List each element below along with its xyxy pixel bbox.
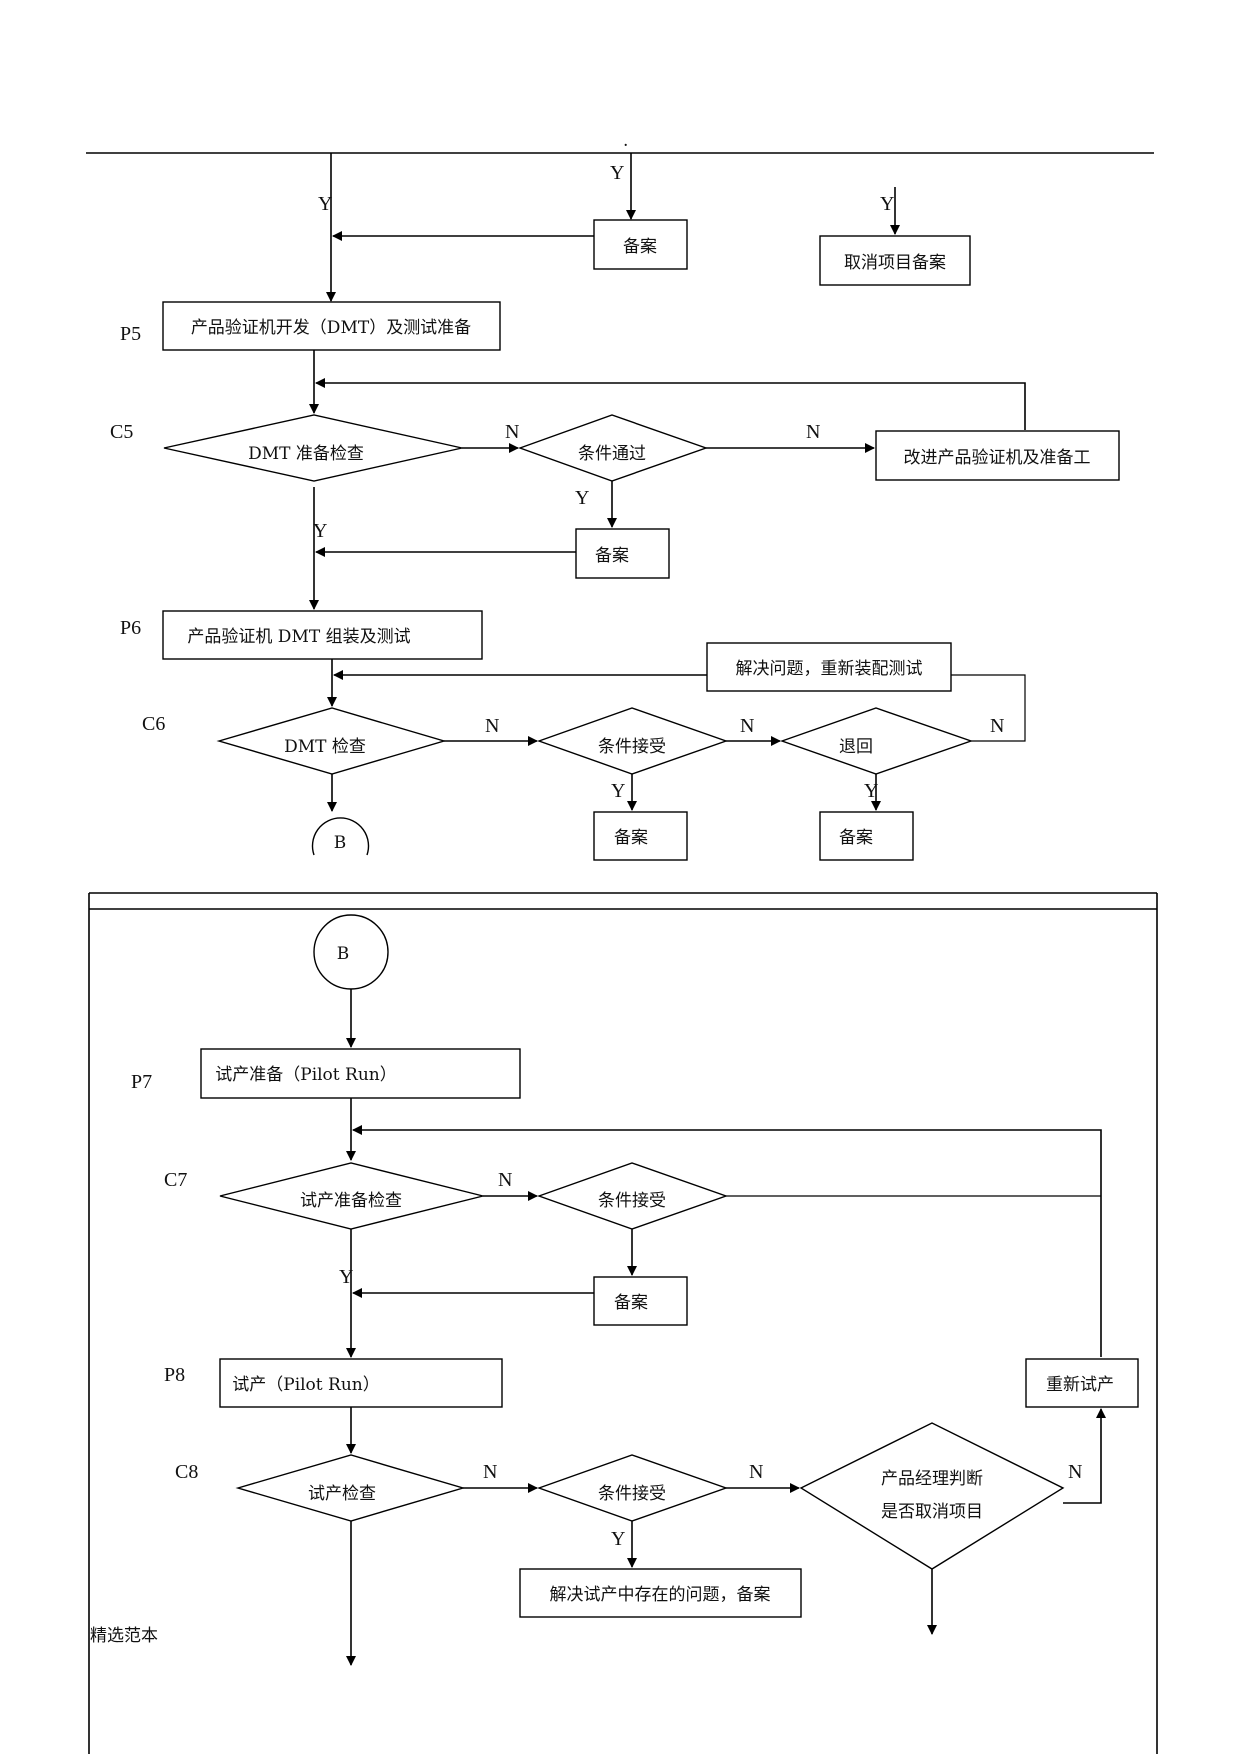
c8-no-3: N <box>1068 1461 1082 1483</box>
c5-yes-cond: Y <box>575 487 589 509</box>
arrow-pm-no-to-retry <box>1063 1408 1106 1504</box>
connector-b <box>313 914 389 990</box>
c6-record-label-1: 备案 <box>614 828 648 848</box>
c6-return-diamond <box>779 707 974 775</box>
c5-decision-label: DMT 准备检查 <box>248 444 364 464</box>
retry-box <box>1025 1358 1139 1408</box>
c5-condition-label: 条件通过 <box>578 444 646 464</box>
c5-no-2: N <box>806 421 820 443</box>
label-yes-top-mid: Y <box>610 162 624 184</box>
c8-decision-label: 试产检查 <box>308 1484 376 1504</box>
improve-box-label: 改进产品验证机及准备工 <box>904 448 1091 468</box>
c8-no-1: N <box>483 1461 497 1483</box>
c8-pm-decision <box>799 1422 1065 1570</box>
c5-code: C5 <box>110 421 133 443</box>
c5-record-label: 备案 <box>595 546 629 566</box>
c6-code: C6 <box>142 713 165 735</box>
c6-yes-return: Y <box>864 780 878 802</box>
c6-no-2: N <box>740 715 754 737</box>
c6-record-box-2 <box>819 811 914 861</box>
p5-box <box>162 301 501 351</box>
retry-box-label: 重新试产 <box>1046 1375 1114 1395</box>
c8-no-2: N <box>749 1461 763 1483</box>
record-box-top-label: 备案 <box>623 237 657 257</box>
c7-record-label: 备案 <box>614 1293 648 1313</box>
resolve-box <box>519 1568 802 1618</box>
cancel-project-record-label: 取消项目备案 <box>844 253 946 273</box>
c7-yes: Y <box>339 1266 353 1288</box>
c7-no: N <box>498 1169 512 1191</box>
c7-decision-label: 试产准备检查 <box>300 1191 402 1211</box>
c6-record-box-1 <box>593 811 688 861</box>
c7-record-box <box>593 1276 688 1326</box>
p8-code: P8 <box>164 1364 185 1386</box>
connector-b-top <box>311 817 370 856</box>
header-dot: . <box>623 131 628 151</box>
loop-retry-to-c7 <box>352 1125 1102 1357</box>
c8-pm-line1: 产品经理判断 <box>881 1469 983 1489</box>
improve-box <box>875 430 1120 481</box>
p6-box <box>162 610 483 660</box>
c8-code: C8 <box>175 1461 198 1483</box>
cancel-project-record-box <box>819 235 971 286</box>
c5-record-box <box>575 528 670 579</box>
c5-no-1: N <box>505 421 519 443</box>
p5-code: P5 <box>120 323 141 345</box>
c6-yes-accept: Y <box>611 780 625 802</box>
c5-yes-main: Y <box>313 520 327 542</box>
c6-no-1: N <box>485 715 499 737</box>
label-yes-top-left: Y <box>318 193 332 215</box>
p6-box-label: 产品验证机 DMT 组装及测试 <box>187 627 410 647</box>
c7-code: C7 <box>164 1169 187 1191</box>
c6-decision-label: DMT 检查 <box>284 737 366 757</box>
c8-accept-label: 条件接受 <box>598 1484 666 1504</box>
resolve-box-label: 解决试产中存在的问题，备案 <box>550 1585 771 1605</box>
p7-box <box>200 1048 521 1099</box>
connector-b-top-label: B <box>334 833 347 853</box>
footer-text: 精选范本 <box>90 1626 158 1646</box>
fix-box-label: 解决问题，重新装配测试 <box>736 659 923 679</box>
p8-box <box>219 1358 503 1408</box>
p7-code: P7 <box>131 1071 152 1093</box>
p8-box-label: 试产（Pilot Run） <box>232 1375 379 1395</box>
p7-box-label: 试产准备（Pilot Run） <box>215 1065 396 1085</box>
loop-return-to-fix <box>951 674 1026 742</box>
c6-no-3: N <box>990 715 1004 737</box>
record-box-top <box>593 219 688 270</box>
c6-record-label-2: 备案 <box>839 828 873 848</box>
connector-b-label: B <box>337 944 350 964</box>
c8-pm-line2: 是否取消项目 <box>881 1502 983 1522</box>
c6-accept-label: 条件接受 <box>598 737 666 757</box>
label-yes-top-right: Y <box>880 193 894 215</box>
c7-accept-label: 条件接受 <box>598 1191 666 1211</box>
fix-box <box>706 642 952 692</box>
loop-improve-to-c5 <box>315 378 1026 430</box>
c6-return-label: 退回 <box>839 737 873 757</box>
p5-box-label: 产品验证机开发（DMT）及测试准备 <box>191 318 471 338</box>
c8-yes: Y <box>611 1528 625 1550</box>
p6-code: P6 <box>120 617 141 639</box>
